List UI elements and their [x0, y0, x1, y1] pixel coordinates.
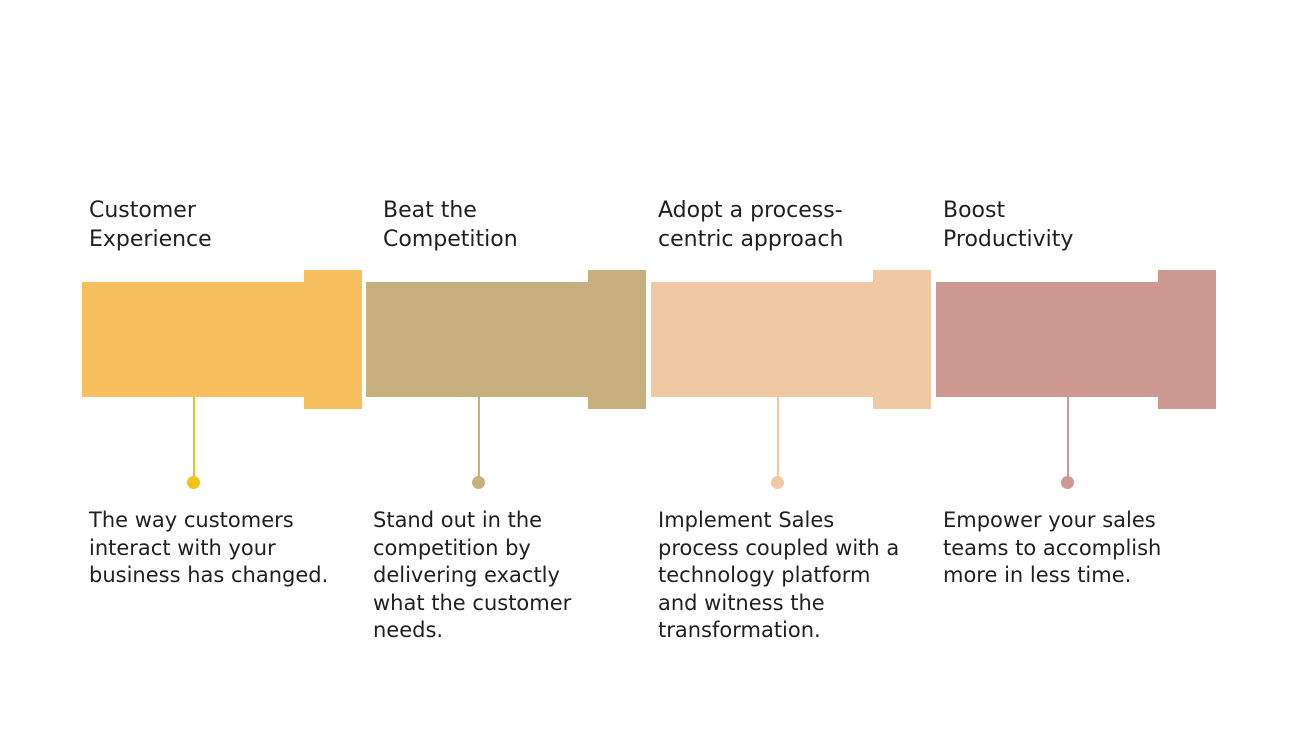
step-description: Implement Sales process coupled with a t…	[658, 508, 900, 642]
step-title: Customer Experience	[89, 198, 212, 252]
connector-line	[193, 397, 195, 483]
step-beat-the-competition: Beat the Competition Stand out in the co…	[366, 198, 646, 642]
step-title: Boost Productivity	[943, 198, 1074, 252]
step-title: Adopt a process- centric approach	[658, 198, 844, 252]
step-description: Stand out in the competition by deliveri…	[373, 508, 572, 642]
connector-dot	[472, 476, 485, 489]
pipe-segment-body	[936, 282, 1160, 397]
step-boost-productivity: Boost Productivity Empower your sales te…	[936, 198, 1216, 587]
pipe-segment-collar	[588, 270, 646, 409]
pipe-segment-collar	[304, 270, 362, 409]
step-customer-experience: Customer Experience The way customers in…	[0, 0, 365, 731]
pipe-segment-collar	[873, 270, 931, 409]
pipe-segment-body	[366, 282, 590, 397]
step-process-centric-approach: Adopt a process- centric approach Implem…	[651, 198, 931, 642]
connector-line	[777, 397, 779, 483]
pipe-segment-body	[82, 282, 306, 397]
step-title: Beat the Competition	[383, 198, 518, 252]
connector-dot	[771, 476, 784, 489]
connector-line	[1067, 397, 1069, 483]
pipe-segment-collar	[1158, 270, 1216, 409]
connector-dot	[187, 476, 200, 489]
connector-dot	[1061, 476, 1074, 489]
pipe-segment-body	[651, 282, 875, 397]
step-description: The way customers interact with your bus…	[89, 508, 329, 587]
step-description: Empower your sales teams to accomplish m…	[943, 508, 1162, 587]
connector-line	[478, 397, 480, 483]
